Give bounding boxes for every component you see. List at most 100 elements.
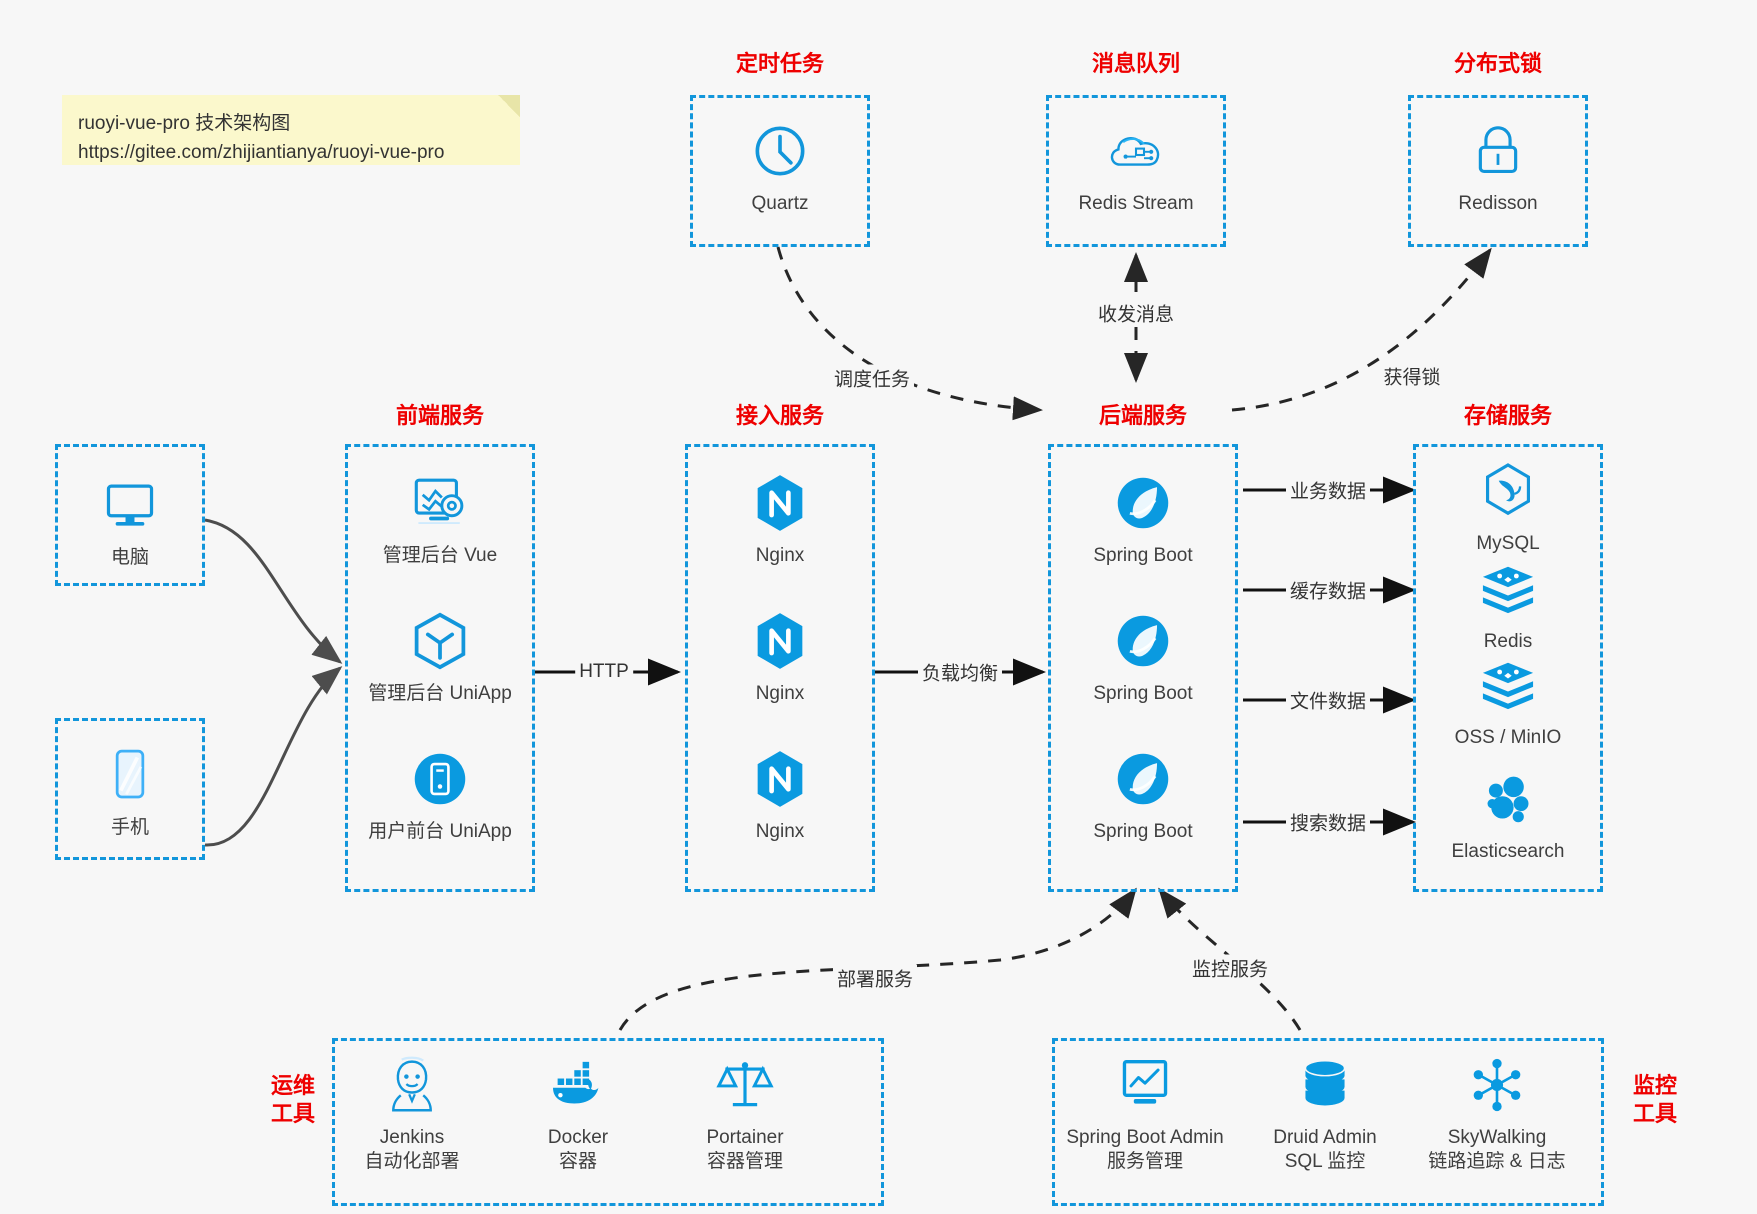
node-docker: Docker 容器: [493, 1052, 663, 1174]
nginx-icon: [753, 608, 807, 674]
group-title-scheduled-task: 定时任务: [735, 51, 824, 76]
database-cylinder-icon: [1298, 1052, 1352, 1118]
edge-label-load-balance: 负载均衡: [917, 658, 1003, 686]
node-label: Druid Admin: [1273, 1127, 1377, 1148]
group-title-monitor: 监控 工具: [1620, 1072, 1690, 1127]
node-sublabel: 链路追踪 & 日志: [1428, 1150, 1566, 1172]
monitor-chart-icon: [1115, 1052, 1175, 1118]
group-title-distributed-lock: 分布式锁: [1453, 51, 1542, 76]
node-quartz: Quartz: [695, 118, 865, 216]
note-url: https://gitee.com/zhijiantianya/ruoyi-vu…: [78, 142, 445, 164]
node-user-uniapp: 用户前台 UniApp: [355, 746, 525, 844]
edge-label-monitor-service: 监控服务: [1187, 954, 1273, 982]
node-admin-uniapp: 管理后台 UniApp: [355, 608, 525, 706]
node-elasticsearch: Elasticsearch: [1423, 766, 1593, 864]
node-spring-boot-admin: Spring Boot Admin 服务管理: [1060, 1052, 1230, 1174]
group-title-monitor-line2: 工具: [1632, 1100, 1677, 1126]
node-portainer: Portainer 容器管理: [660, 1052, 830, 1174]
node-sublabel: 容器管理: [706, 1150, 783, 1172]
group-box-storage: [1413, 444, 1603, 892]
node-jenkins: Jenkins 自动化部署: [327, 1052, 497, 1174]
group-box-gateway: [685, 444, 875, 892]
spring-boot-leaf-icon: [1114, 608, 1172, 674]
node-spring-boot-1: Spring Boot: [1058, 470, 1228, 568]
note-title: ruoyi-vue-pro 技术架构图: [78, 113, 291, 134]
uniapp-mobile-icon: [411, 746, 469, 812]
spring-boot-leaf-icon: [1114, 746, 1172, 812]
group-title-devops-line1: 运维: [270, 1073, 315, 1098]
node-druid-admin: Druid Admin SQL 监控: [1240, 1052, 1410, 1174]
nginx-icon: [753, 470, 807, 536]
skywalking-nodes-icon: [1469, 1052, 1525, 1118]
elasticsearch-cluster-icon: [1480, 766, 1536, 832]
node-label: 管理后台 Vue: [382, 545, 498, 566]
redis-stack-icon: [1479, 556, 1537, 622]
padlock-icon: [1472, 118, 1524, 184]
node-spring-boot-3: Spring Boot: [1058, 746, 1228, 844]
group-title-gateway: 接入服务: [735, 403, 824, 428]
node-label: OSS / MinIO: [1454, 727, 1562, 748]
node-label: Spring Boot: [1093, 683, 1193, 704]
group-box-client-phone: [55, 718, 205, 860]
node-spring-boot-2: Spring Boot: [1058, 608, 1228, 706]
edge-label-search-data: 搜索数据: [1285, 808, 1371, 836]
redis-stack-icon: [1479, 652, 1537, 718]
docker-whale-icon: [547, 1052, 609, 1118]
node-label: SkyWalking: [1447, 1127, 1547, 1148]
group-box-backend: [1048, 444, 1238, 892]
group-title-frontend: 前端服务: [395, 403, 484, 428]
node-label: Redis: [1483, 631, 1533, 652]
node-nginx-3: Nginx: [695, 746, 865, 844]
node-nginx-2: Nginx: [695, 608, 865, 706]
node-label: 电脑: [110, 547, 149, 568]
edge-label-acquire-lock: 获得锁: [1379, 362, 1445, 390]
group-box-message-queue: [1046, 95, 1226, 247]
edge-label-deploy-service: 部署服务: [832, 964, 918, 992]
node-sublabel: 服务管理: [1106, 1150, 1183, 1172]
edge-label-cache-data: 缓存数据: [1285, 576, 1371, 604]
node-label: Redis Stream: [1078, 193, 1194, 214]
cloud-stream-icon: [1104, 118, 1168, 184]
node-label: Nginx: [755, 545, 805, 566]
group-title-devops-line2: 工具: [270, 1100, 315, 1126]
vue-admin-dashboard-icon: [409, 470, 471, 536]
node-label: Elasticsearch: [1451, 841, 1565, 862]
portainer-scales-icon: [716, 1052, 774, 1118]
uniapp-cube-icon: [411, 608, 469, 674]
node-label: Docker: [547, 1127, 609, 1148]
node-sublabel: SQL 监控: [1284, 1150, 1366, 1172]
group-box-scheduled-task: [690, 95, 870, 247]
node-label: Redisson: [1458, 193, 1538, 214]
note-fold-corner: [498, 95, 520, 117]
mysql-dolphin-icon: [1482, 458, 1534, 524]
edge-label-schedule-task: 调度任务: [829, 364, 915, 392]
group-box-monitor: [1052, 1038, 1604, 1206]
node-label: 手机: [110, 817, 149, 838]
group-title-devops: 运维 工具: [258, 1072, 328, 1127]
node-label: Jenkins: [379, 1127, 445, 1148]
node-redis: Redis: [1423, 556, 1593, 654]
spring-boot-leaf-icon: [1114, 470, 1172, 536]
edge-label-http: HTTP: [575, 661, 633, 683]
edge-label-business-data: 业务数据: [1285, 476, 1371, 504]
group-title-message-queue: 消息队列: [1091, 51, 1180, 76]
node-client-pc: 电脑: [45, 472, 215, 570]
node-label: Nginx: [755, 821, 805, 842]
group-box-frontend: [345, 444, 535, 892]
node-label: 用户前台 UniApp: [368, 821, 512, 842]
group-box-devops: [332, 1038, 884, 1206]
node-mysql: MySQL: [1423, 458, 1593, 556]
edge-label-send-receive-message: 收发消息: [1093, 299, 1179, 327]
node-label: 管理后台 UniApp: [368, 683, 512, 704]
node-redisson: Redisson: [1413, 118, 1583, 216]
node-redis-stream: Redis Stream: [1051, 118, 1221, 216]
mobile-phone-icon: [108, 742, 152, 808]
node-skywalking: SkyWalking 链路追踪 & 日志: [1412, 1052, 1582, 1174]
nginx-icon: [753, 746, 807, 812]
group-title-backend: 后端服务: [1098, 403, 1187, 428]
group-title-storage: 存储服务: [1463, 403, 1552, 428]
node-label: MySQL: [1476, 533, 1540, 554]
node-label: Nginx: [755, 683, 805, 704]
group-box-distributed-lock: [1408, 95, 1588, 247]
